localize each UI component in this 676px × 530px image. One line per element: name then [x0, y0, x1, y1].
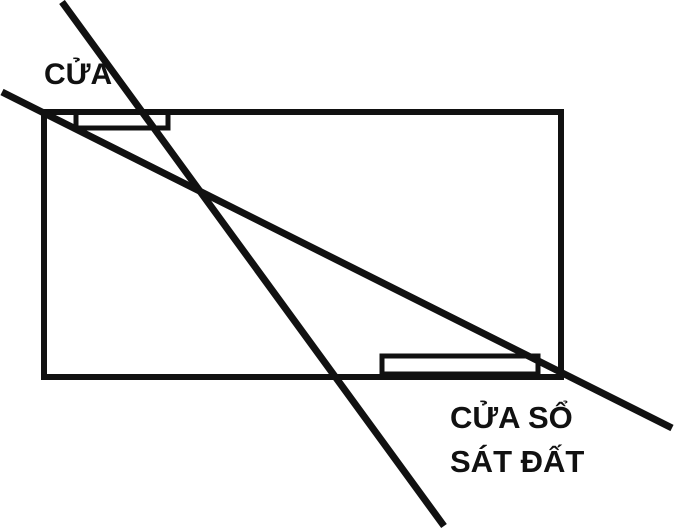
- door-label: CỬA: [44, 57, 112, 91]
- door-symbol: [73, 109, 171, 131]
- room-outline: [41, 109, 564, 380]
- window-label-line2: SÁT ĐẤT: [450, 444, 584, 479]
- diagonal-line-steep: [59, 0, 447, 529]
- floor-window-symbol: [379, 353, 541, 377]
- window-label-line1: CỬA SỔ: [450, 399, 573, 435]
- diagonal-line-shallow: [0, 88, 674, 432]
